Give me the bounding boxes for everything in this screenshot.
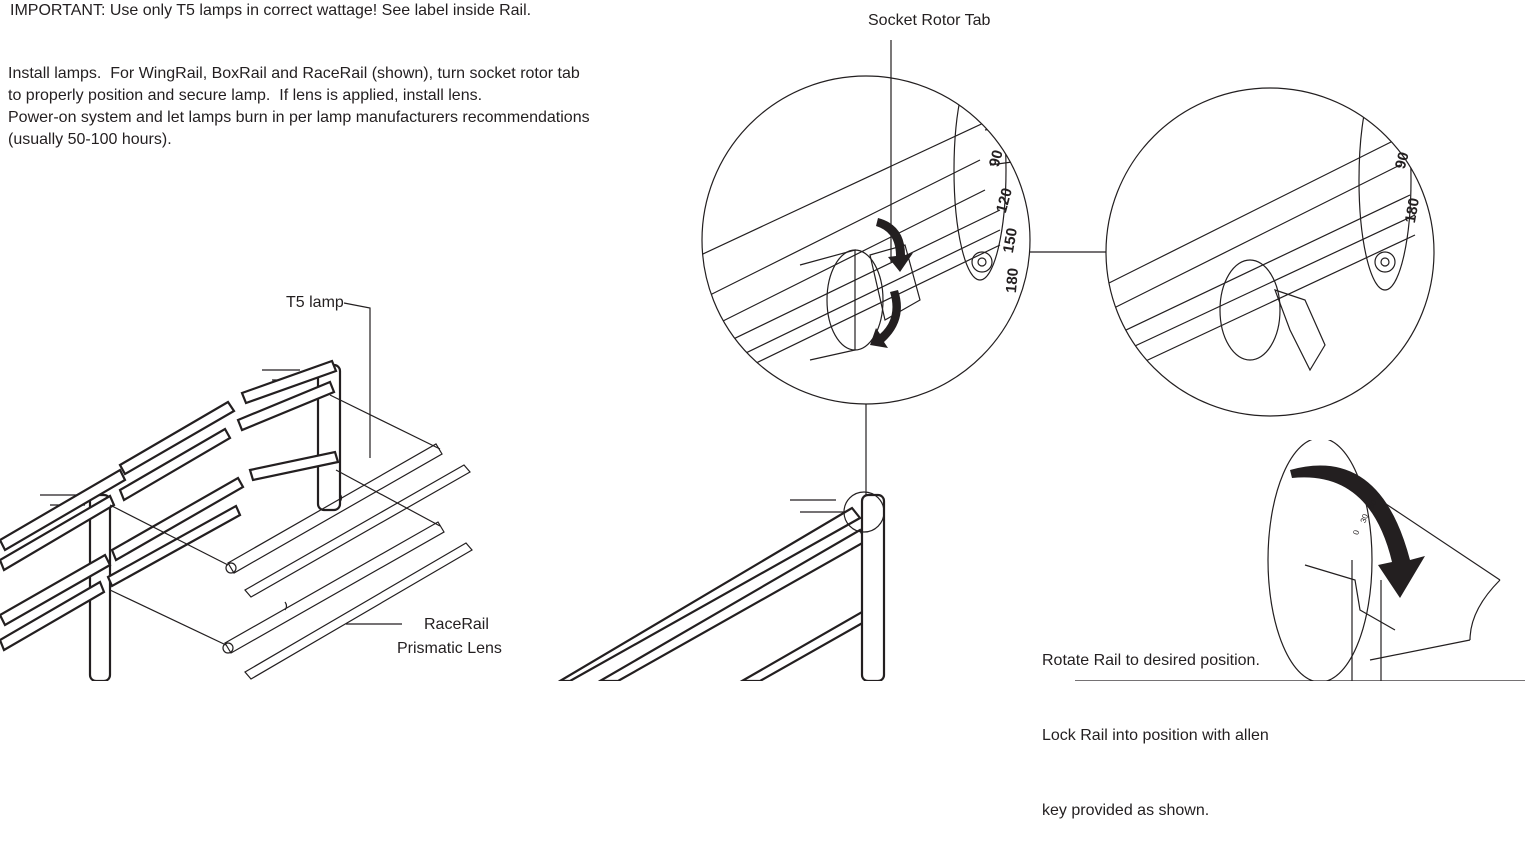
instruction-line: (usually 50-100 hours).	[8, 131, 172, 148]
socket-rotor-detail-before	[701, 40, 1031, 498]
instruction-block: Install lamps. For WingRail, BoxRail and…	[8, 63, 590, 151]
dial-mark: 150	[999, 226, 1022, 255]
dial-mark-right: 180	[1401, 196, 1424, 225]
rail-assembly-exploded	[0, 302, 473, 681]
instruction-line: to properly position and secure lamp. If…	[8, 87, 483, 104]
important-warning: IMPORTANT: Use only T5 lamps in correct …	[10, 2, 532, 19]
socket-rotor-tab-label: Socket Rotor Tab	[868, 12, 991, 29]
installation-illustration	[0, 40, 1525, 681]
rotate-note-line: Rotate Rail to desired position.	[1042, 652, 1260, 669]
lens-label-line2: Prismatic Lens	[397, 640, 502, 657]
lens-label-line1: RaceRail	[424, 616, 489, 633]
socket-rotor-detail-after	[1030, 87, 1435, 417]
instruction-line: Install lamps. For WingRail, BoxRail and…	[8, 65, 580, 82]
dial-mark: 180	[1002, 267, 1023, 294]
rotate-note-line: key provided as shown.	[1042, 802, 1210, 819]
rotate-note-line: Lock Rail into position with allen	[1042, 727, 1269, 744]
rail-rotation-detail	[1267, 440, 1501, 681]
rail-installed	[557, 491, 886, 681]
instruction-line: Power-on system and let lamps burn in pe…	[8, 109, 590, 126]
t5-lamp-label: T5 lamp	[286, 294, 344, 311]
rotate-note: Rotate Rail to desired position. Lock Ra…	[1042, 598, 1269, 848]
